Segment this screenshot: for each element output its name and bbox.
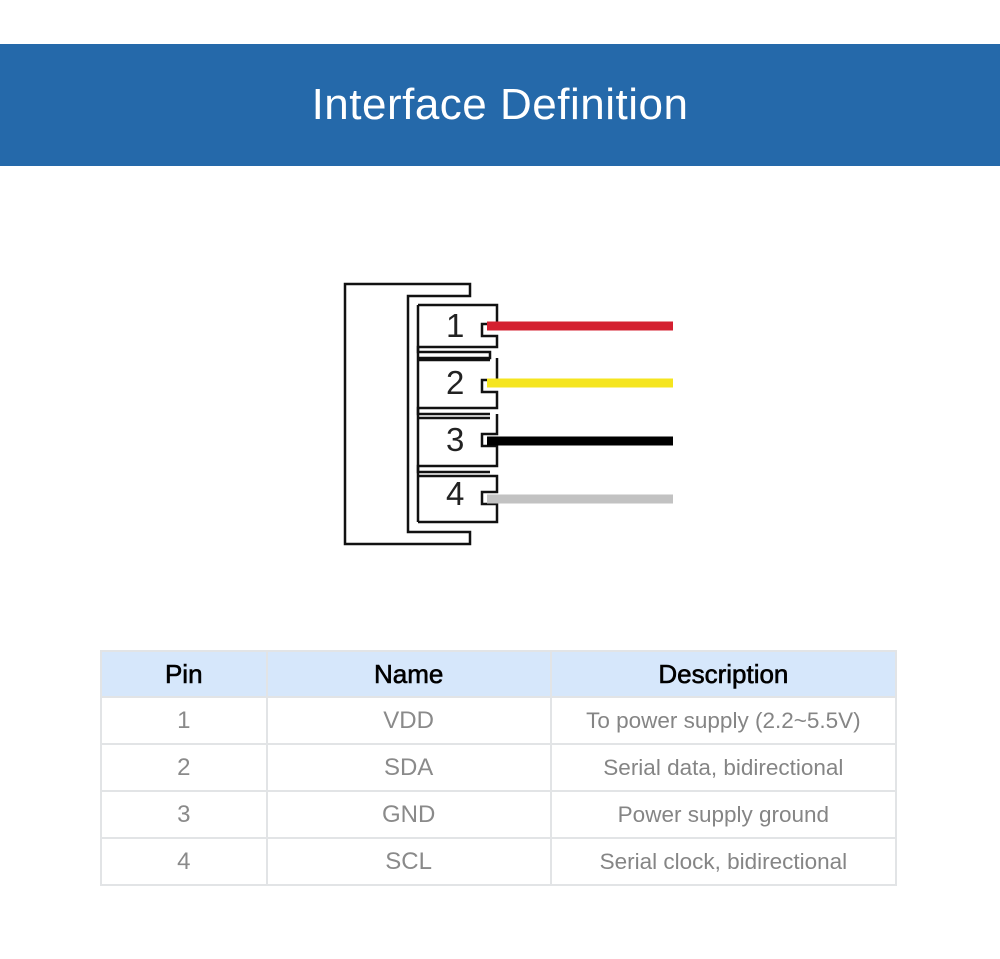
pin-table: Pin Name Description 1 VDD To power supp…	[100, 650, 898, 886]
cell-name: VDD	[265, 696, 552, 745]
pin-slot-4	[418, 474, 499, 524]
cell-pin: 4	[100, 837, 268, 886]
pin-label-3: 3	[446, 421, 464, 458]
header-pin: Pin	[100, 650, 268, 698]
cell-description: Serial clock, bidirectional	[549, 837, 898, 886]
header-description: Description	[549, 650, 898, 698]
connector-diagram: 1 2 3 4	[343, 282, 673, 546]
cell-pin: 2	[100, 743, 268, 792]
header-name: Name	[265, 650, 552, 698]
cell-pin: 1	[100, 696, 268, 745]
cell-pin: 3	[100, 790, 268, 839]
table-row: 2 SDA Serial data, bidirectional	[100, 743, 898, 792]
title-banner: Interface Definition	[0, 44, 1000, 166]
pin-label-4: 4	[446, 475, 464, 512]
wire-3	[487, 436, 673, 446]
table-row: 1 VDD To power supply (2.2~5.5V)	[100, 696, 898, 745]
connector-housing-outer	[343, 282, 472, 546]
cell-name: GND	[265, 790, 552, 839]
pin-slot-1	[416, 303, 499, 360]
cell-name: SDA	[265, 743, 552, 792]
wire-1	[487, 321, 673, 331]
table-header-row: Pin Name Description	[100, 650, 898, 698]
cell-description: To power supply (2.2~5.5V)	[549, 696, 898, 745]
pin-label-1: 1	[446, 307, 464, 344]
table-row: 4 SCL Serial clock, bidirectional	[100, 837, 898, 886]
pin-label-2: 2	[446, 364, 464, 401]
wire-4	[487, 494, 673, 504]
cell-description: Power supply ground	[549, 790, 898, 839]
cell-name: SCL	[265, 837, 552, 886]
table-row: 3 GND Power supply ground	[100, 790, 898, 839]
cell-description: Serial data, bidirectional	[549, 743, 898, 792]
wire-2	[487, 378, 673, 388]
page-title: Interface Definition	[311, 80, 689, 129]
